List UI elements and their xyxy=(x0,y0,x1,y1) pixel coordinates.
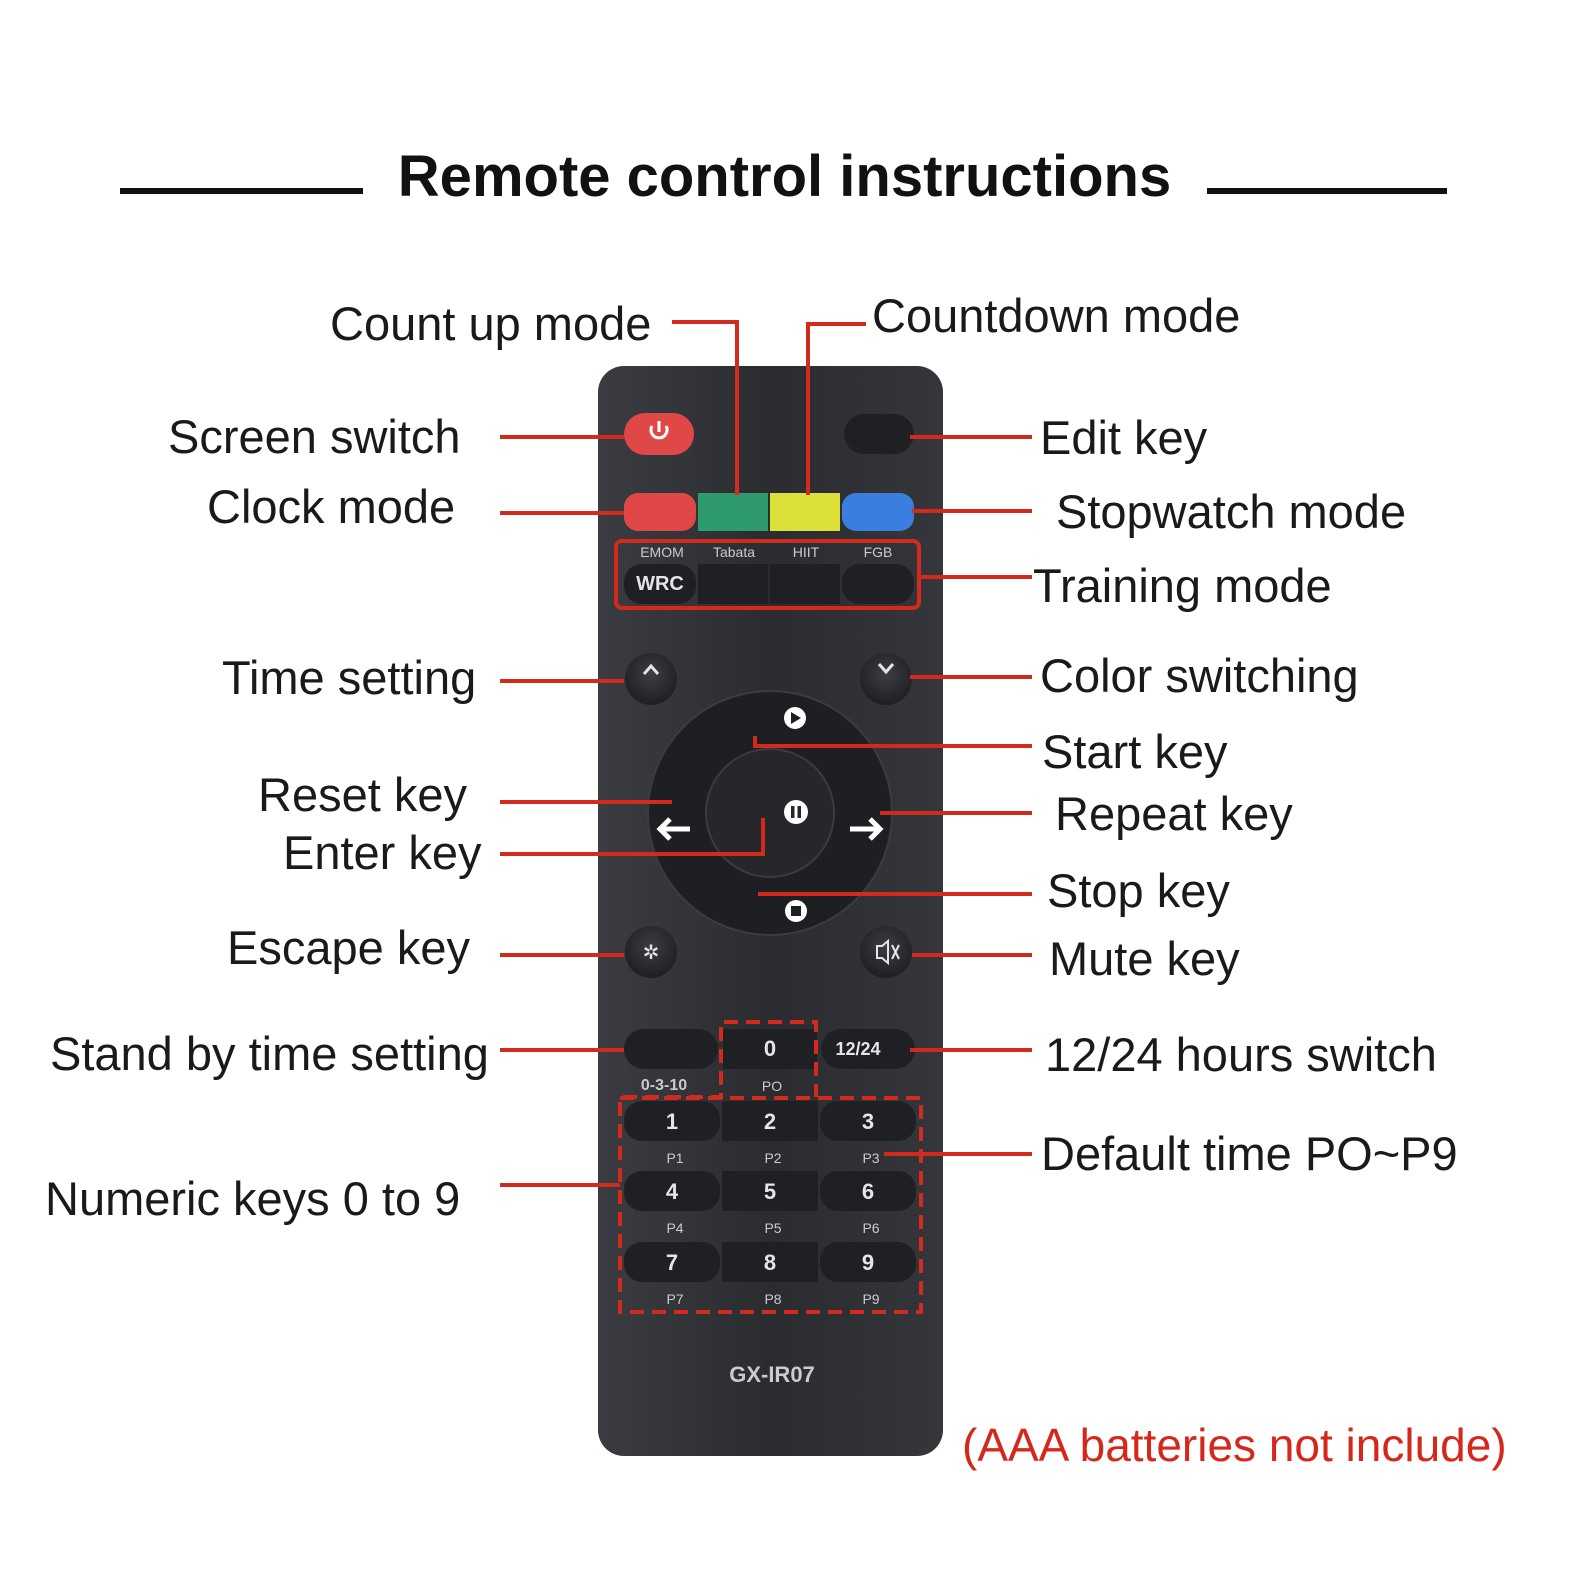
label-reset-key: Reset key xyxy=(258,768,467,821)
preset-label: P9 xyxy=(862,1291,879,1307)
label-stop-key: Stop key xyxy=(1047,864,1230,917)
numeric-key-label: 3 xyxy=(862,1109,874,1134)
page-title: Remote control instructions xyxy=(397,144,1172,209)
numeric-key-label: 8 xyxy=(764,1250,776,1275)
standby-time-button[interactable] xyxy=(624,1029,718,1069)
training-label-hiit: HIIT xyxy=(793,544,820,560)
training-label-fgb: FGB xyxy=(864,544,893,560)
time-setting-button[interactable] xyxy=(625,653,677,705)
standby-highlight-box xyxy=(623,1020,818,1099)
enter-button[interactable] xyxy=(705,748,835,878)
preset-label: P7 xyxy=(666,1291,683,1307)
countdown-mode-button[interactable] xyxy=(770,493,840,531)
mute-button[interactable] xyxy=(860,926,912,978)
hours-switch-button[interactable] xyxy=(821,1029,915,1069)
numeric-key-label: 4 xyxy=(666,1179,679,1204)
title-rule-right xyxy=(1207,188,1447,194)
chevron-down-icon xyxy=(877,663,895,675)
numeric-key-label: 5 xyxy=(764,1179,776,1204)
chevron-up-icon xyxy=(642,663,660,675)
numeric-keypad: 1P1 2P2 3P3 4P4 5P5 6P6 7P7 8P8 9P9 xyxy=(624,1101,916,1307)
preset-label: P1 xyxy=(666,1150,683,1166)
numeric-key-8[interactable] xyxy=(722,1242,818,1282)
arrow-left-icon xyxy=(656,817,690,841)
label-repeat-key: Repeat key xyxy=(1055,787,1293,840)
escape-button[interactable] xyxy=(625,926,677,978)
power-button[interactable] xyxy=(624,413,694,455)
label-countdown-mode: Countdown mode xyxy=(872,289,1241,342)
mute-icon xyxy=(876,938,900,966)
numeric-key-label: 7 xyxy=(666,1250,678,1275)
label-default-time: Default time PO~P9 xyxy=(1041,1127,1458,1180)
pause-icon xyxy=(784,800,808,824)
training-wrc-label: WRC xyxy=(636,573,684,595)
numeric-key-label: 9 xyxy=(862,1250,874,1275)
label-escape-key: Escape key xyxy=(227,921,470,974)
label-hours-switch: 12/24 hours switch xyxy=(1045,1028,1437,1081)
preset-label: P6 xyxy=(862,1220,879,1236)
preset-label: P3 xyxy=(862,1150,879,1166)
label-color-switching: Color switching xyxy=(1040,649,1359,702)
label-mute-key: Mute key xyxy=(1049,932,1240,985)
numeric-key-label: 2 xyxy=(764,1109,776,1134)
preset-label: P8 xyxy=(764,1291,781,1307)
color-switching-button[interactable] xyxy=(860,653,912,705)
numeric-key-1[interactable] xyxy=(624,1101,720,1141)
edit-button[interactable] xyxy=(844,414,914,454)
numeric-key-6[interactable] xyxy=(820,1171,916,1211)
label-numeric-keys: Numeric keys 0 to 9 xyxy=(45,1172,461,1225)
numeric-highlight-box xyxy=(618,1096,923,1314)
numeric-key-label: 6 xyxy=(862,1179,874,1204)
arrow-right-icon xyxy=(850,817,884,841)
numeric-key-7[interactable] xyxy=(624,1242,720,1282)
training-fgb-button[interactable] xyxy=(842,564,914,604)
label-count-up-mode: Count up mode xyxy=(330,297,652,350)
title-rule-left xyxy=(120,188,363,194)
sun-icon: ✲ xyxy=(643,942,660,964)
training-label-tabata: Tabata xyxy=(713,544,755,560)
zero-label: 0 xyxy=(764,1036,776,1061)
label-edit-key: Edit key xyxy=(1040,411,1208,464)
power-icon xyxy=(649,421,669,440)
numeric-key-label: 1 xyxy=(666,1109,678,1134)
preset-label: P2 xyxy=(764,1150,781,1166)
label-start-key: Start key xyxy=(1042,725,1228,778)
count-up-mode-button[interactable] xyxy=(698,493,768,531)
standby-time-label: 0-3-10 xyxy=(641,1077,687,1094)
label-enter-key: Enter key xyxy=(283,826,482,879)
preset-label: P5 xyxy=(764,1220,781,1236)
training-label-emom: EMOM xyxy=(640,544,684,560)
zero-button[interactable] xyxy=(723,1029,817,1069)
numeric-key-5[interactable] xyxy=(722,1171,818,1211)
label-stopwatch-mode: Stopwatch mode xyxy=(1056,485,1407,538)
model-label: GX-IR07 xyxy=(729,1362,815,1387)
label-standby-time-setting: Stand by time setting xyxy=(50,1027,489,1080)
label-screen-switch: Screen switch xyxy=(168,410,461,463)
hours-switch-label: 12/24 xyxy=(835,1039,880,1059)
preset-label: P4 xyxy=(666,1220,683,1236)
clock-mode-button[interactable] xyxy=(624,493,696,531)
label-training-mode: Training mode xyxy=(1033,559,1332,612)
leader-lines xyxy=(500,320,1032,1187)
zero-sub-label: PO xyxy=(762,1078,782,1094)
label-clock-mode: Clock mode xyxy=(207,480,456,533)
training-highlight-box xyxy=(614,539,921,610)
numeric-key-3[interactable] xyxy=(820,1101,916,1141)
label-time-setting: Time setting xyxy=(222,651,477,704)
stopwatch-mode-button[interactable] xyxy=(842,493,914,531)
numeric-key-4[interactable] xyxy=(624,1171,720,1211)
numeric-key-2[interactable] xyxy=(722,1101,818,1141)
battery-note: (AAA batteries not include) xyxy=(962,1419,1507,1471)
numeric-key-9[interactable] xyxy=(820,1242,916,1282)
training-wrc-button[interactable] xyxy=(624,564,696,604)
training-hiit-button[interactable] xyxy=(770,564,840,604)
training-tabata-button[interactable] xyxy=(698,564,768,604)
